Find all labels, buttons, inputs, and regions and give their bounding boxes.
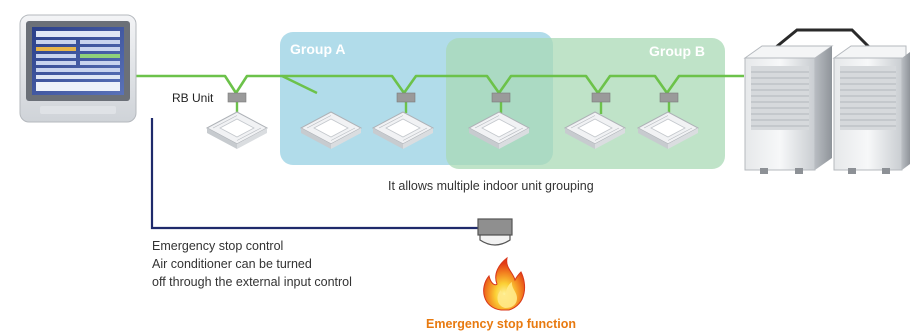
fire-icon bbox=[483, 256, 526, 311]
branch-to-unit-1 bbox=[281, 74, 318, 95]
ceiling-cassette-icon bbox=[636, 111, 700, 149]
control-line bbox=[150, 118, 478, 230]
emergency-note-line-1: Emergency stop control bbox=[152, 239, 284, 253]
ceiling-cassette-icon bbox=[371, 111, 435, 149]
ceiling-cassette-icon bbox=[467, 111, 531, 149]
emergency-note: Emergency stop control Air conditioner c… bbox=[152, 237, 352, 291]
grouping-caption: It allows multiple indoor unit grouping bbox=[388, 179, 594, 193]
external-input-device-icon bbox=[477, 218, 513, 246]
group-a-label: Group A bbox=[290, 41, 346, 57]
rb-unit-1 bbox=[227, 92, 247, 103]
group-b-label: Group B bbox=[649, 43, 705, 59]
emergency-note-line-3: off through the external input control bbox=[152, 275, 352, 289]
outdoor-unit-icon bbox=[743, 28, 910, 174]
rb-unit-5 bbox=[659, 92, 679, 103]
rb-unit-4 bbox=[591, 92, 611, 103]
rb-unit-2 bbox=[396, 92, 416, 103]
ceiling-cassette-icon bbox=[299, 111, 363, 149]
ceiling-cassette-icon bbox=[563, 111, 627, 149]
ceiling-cassette-icon bbox=[205, 111, 269, 149]
touch-panel-controller-icon bbox=[19, 14, 137, 123]
emergency-function-label: Emergency stop function bbox=[426, 317, 577, 331]
rb-unit-3 bbox=[491, 92, 511, 103]
emergency-note-line-2: Air conditioner can be turned bbox=[152, 257, 312, 271]
rb-unit-label: RB Unit bbox=[172, 91, 214, 105]
